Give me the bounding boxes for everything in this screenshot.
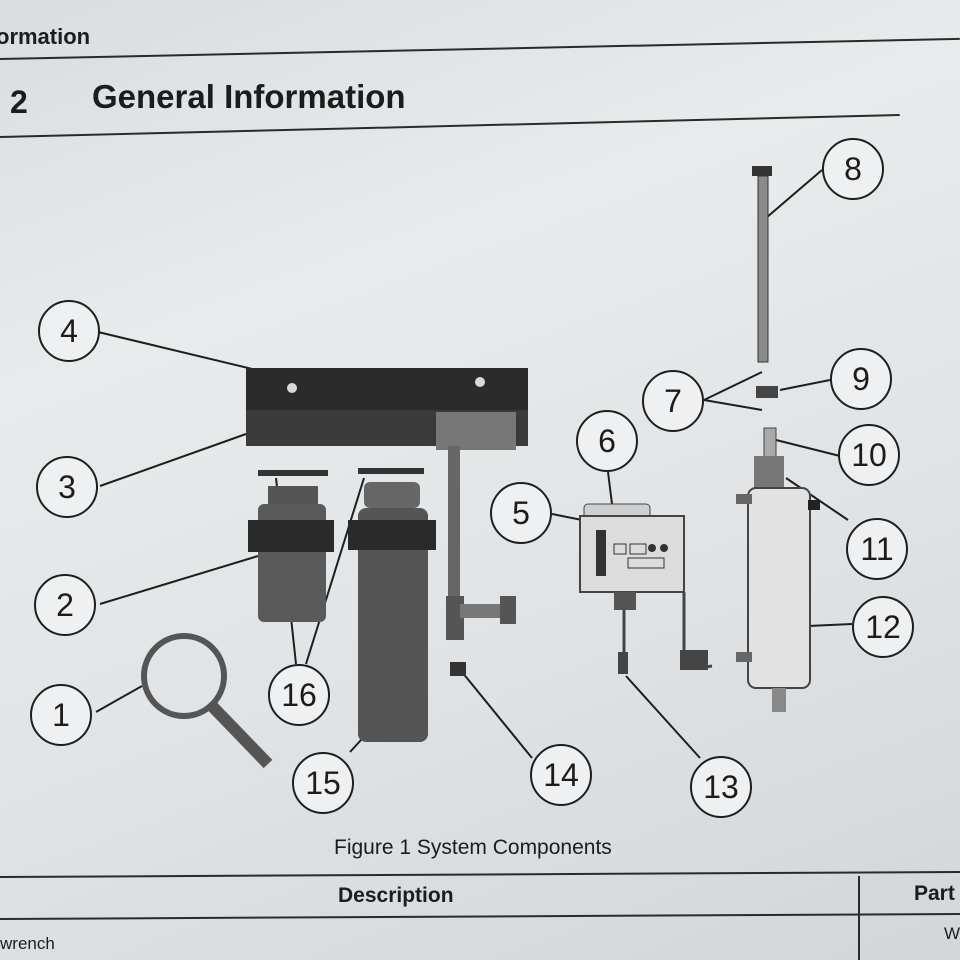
figure-caption: Figure 1 System Components [334, 836, 612, 859]
table-column-divider [858, 876, 860, 960]
nut-part [756, 386, 778, 398]
callout-15: 15 [292, 752, 354, 814]
callout-5: 5 [490, 482, 552, 544]
callout-10: 10 [838, 424, 900, 486]
callout-13: 13 [690, 756, 752, 818]
callout-12: 12 [852, 596, 914, 658]
filter-housing-small [248, 470, 334, 622]
table-header-part: Part [914, 882, 955, 905]
callout-6: 6 [576, 410, 638, 472]
callout-7: 7 [642, 370, 704, 432]
callout-9: 9 [830, 348, 892, 410]
callout-14: 14 [530, 744, 592, 806]
callout-16: 16 [268, 664, 330, 726]
plumbing [446, 446, 516, 676]
uv-chamber [736, 427, 820, 712]
section-title: General Information [92, 78, 406, 115]
table-row-desc: wrench [0, 934, 55, 953]
running-header: ormation [0, 24, 91, 49]
uv-lamp [752, 166, 772, 363]
table-header-description: Description [338, 884, 454, 907]
mounting-bracket [246, 368, 528, 450]
wrench [141, 633, 273, 769]
callout-3: 3 [36, 456, 98, 518]
callout-8: 8 [822, 138, 884, 200]
table-row-part: W [944, 924, 960, 943]
callout-2: 2 [34, 574, 96, 636]
leader-lines [95, 169, 853, 759]
section-number: 2 [10, 84, 28, 120]
callout-4: 4 [38, 300, 100, 362]
filter-housing-tall [348, 468, 436, 742]
callout-11: 11 [846, 518, 908, 580]
controller [579, 503, 713, 674]
callout-1: 1 [30, 684, 92, 746]
